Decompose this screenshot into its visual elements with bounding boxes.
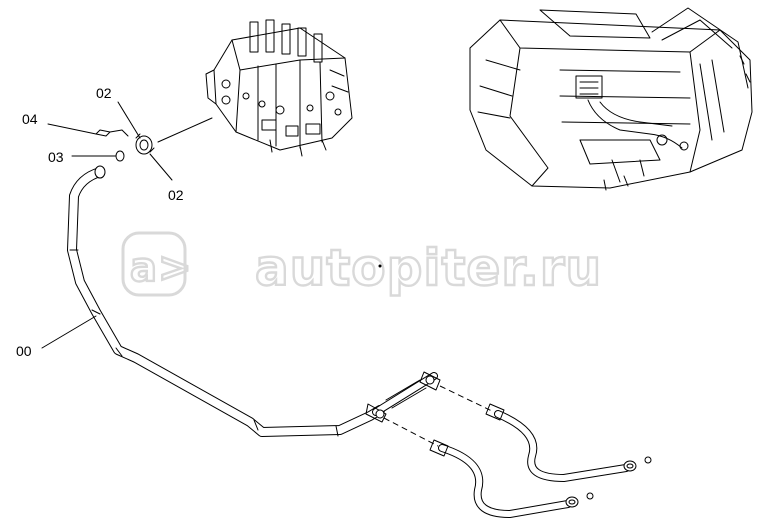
watermark-logo: a> bbox=[130, 245, 193, 291]
watermark-logo-box bbox=[121, 231, 187, 297]
main-pipe-00 bbox=[67, 165, 385, 437]
watermark: a> autopiter.ru bbox=[121, 231, 602, 298]
assembly-centre-lines bbox=[383, 385, 495, 447]
valve-leader-line bbox=[157, 117, 213, 143]
callout-03: 03 bbox=[48, 149, 64, 165]
part-04-fitting bbox=[95, 129, 111, 137]
fitting-parts bbox=[95, 129, 155, 162]
pipe-junction-fittings bbox=[365, 371, 441, 423]
callout-labels: 02 04 03 02 00 bbox=[16, 85, 184, 359]
callout-leaders bbox=[41, 101, 173, 349]
callout-02-lower: 02 bbox=[168, 187, 184, 203]
part-02-adapter bbox=[135, 135, 153, 155]
machine-cab-illustration bbox=[469, 7, 753, 191]
callout-04: 04 bbox=[22, 111, 38, 127]
hose-lower bbox=[429, 439, 594, 519]
callout-02-upper: 02 bbox=[96, 85, 112, 101]
hose-upper bbox=[485, 403, 652, 483]
watermark-text: autopiter.ru bbox=[255, 239, 602, 297]
part-03-o-ring bbox=[115, 150, 125, 162]
control-valve-illustration bbox=[205, 19, 353, 157]
center-mark bbox=[378, 264, 382, 268]
callout-00: 00 bbox=[16, 343, 32, 359]
